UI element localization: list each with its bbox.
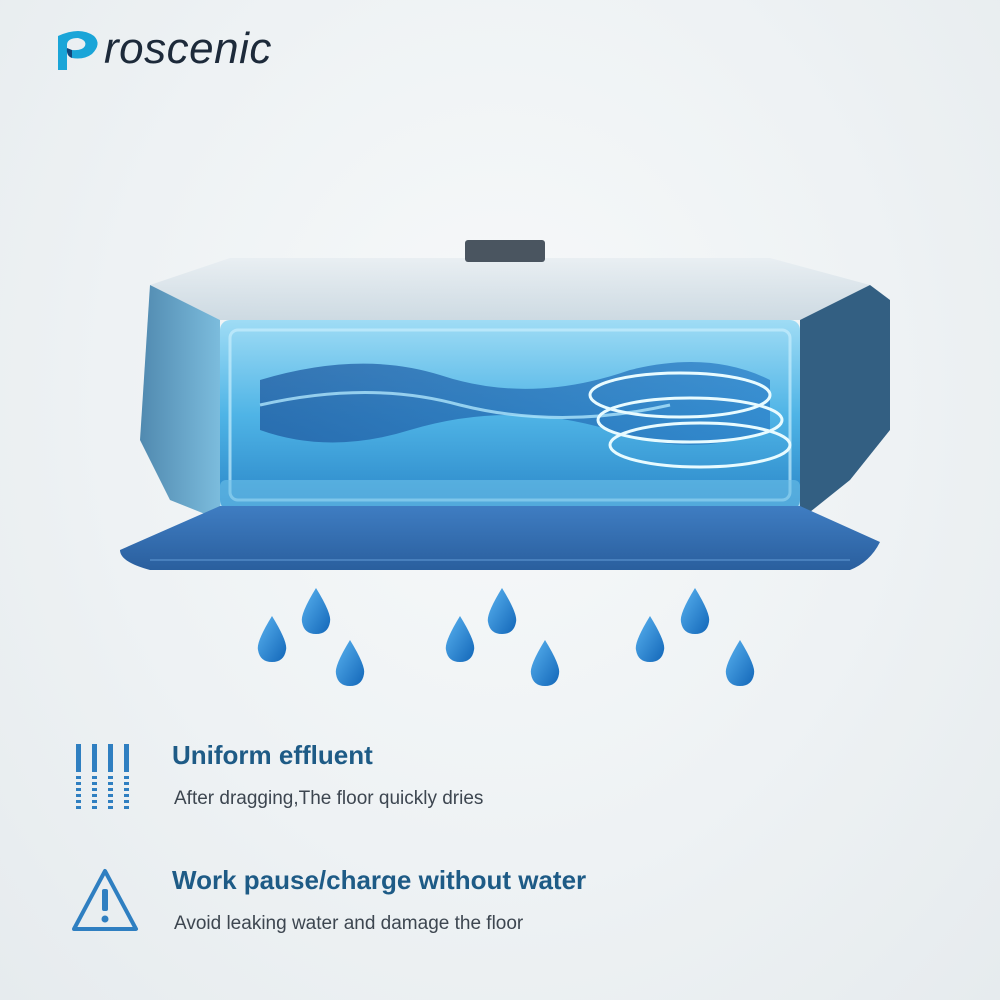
water-drop-icon bbox=[487, 588, 517, 634]
water-drop-icon bbox=[301, 588, 331, 634]
feature-description: Avoid leaking water and damage the floor bbox=[174, 913, 524, 934]
water-drop-icon bbox=[530, 640, 560, 686]
water-tank-illustration bbox=[120, 240, 890, 570]
warning-triangle-icon bbox=[72, 869, 138, 931]
water-drop-icon bbox=[257, 616, 287, 662]
brand-logo: roscenic bbox=[56, 22, 272, 76]
feature-description: After dragging,The floor quickly dries bbox=[174, 788, 484, 809]
water-drop-icon bbox=[335, 640, 365, 686]
proscenic-logo-icon bbox=[58, 31, 98, 70]
feature-work-pause: Work pause/charge without water Avoid le… bbox=[70, 865, 930, 955]
feature-title: Uniform effluent bbox=[172, 740, 373, 770]
feature-title: Work pause/charge without water bbox=[172, 865, 587, 895]
brand-name: roscenic bbox=[104, 24, 272, 73]
water-drop-icon bbox=[725, 640, 755, 686]
water-drops bbox=[257, 588, 755, 686]
water-drop-icon bbox=[635, 616, 665, 662]
effluent-bars-icon bbox=[76, 744, 129, 809]
water-drop-icon bbox=[445, 616, 475, 662]
water-drop-icon bbox=[680, 588, 710, 634]
feature-uniform-effluent: Uniform effluent After dragging,The floo… bbox=[70, 740, 930, 830]
